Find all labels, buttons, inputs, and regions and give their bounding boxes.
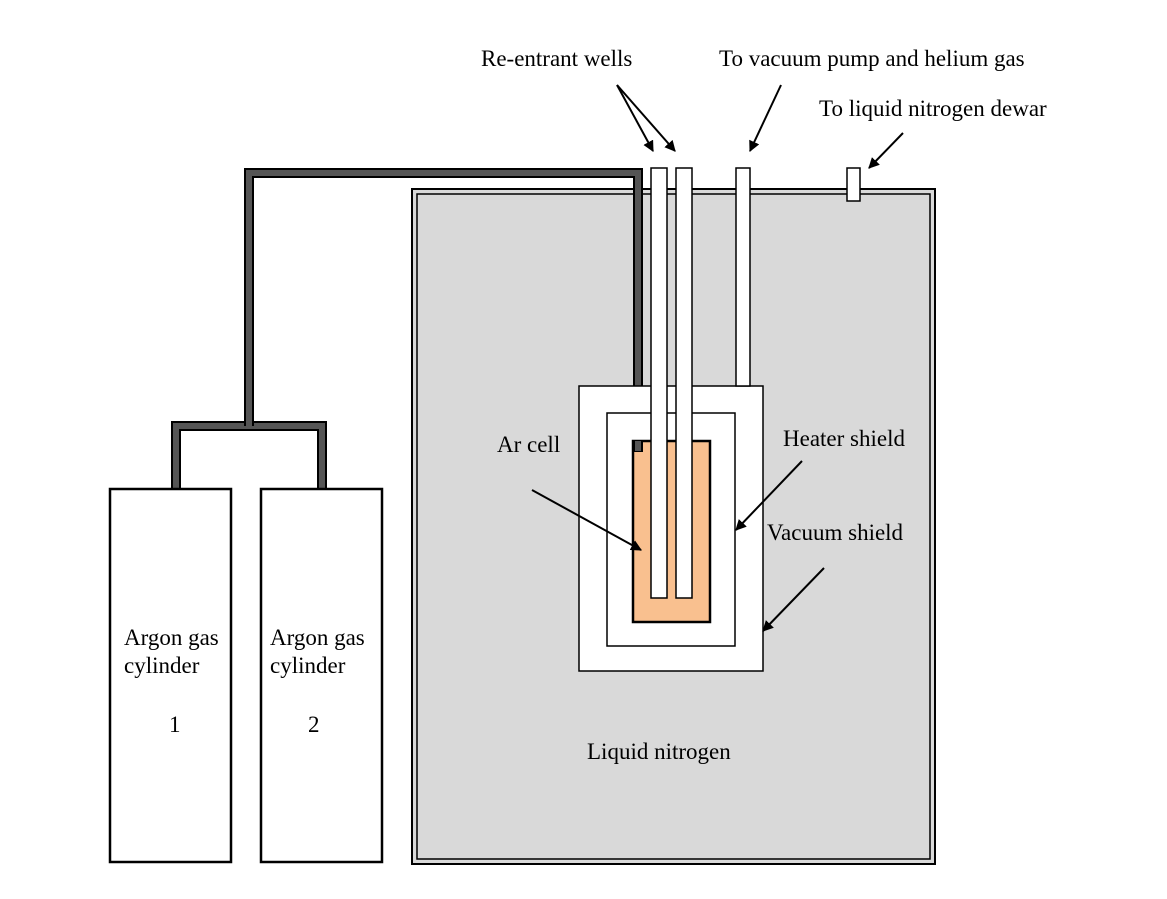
arrow-heater-shield <box>735 460 803 531</box>
pointer-arrows <box>531 84 904 632</box>
liquid-nitrogen-port <box>846 167 861 202</box>
argon-gas-pipe <box>171 168 643 489</box>
reentrant-well-1 <box>650 167 668 599</box>
arrow-ar-cell <box>531 489 642 551</box>
label-vacuum-pump: To vacuum pump and helium gas <box>719 46 1025 71</box>
arrow-reentrant-well-1 <box>616 84 654 152</box>
label-cylinder-1-line2: cylinder <box>124 653 200 678</box>
label-liquid-nitrogen: Liquid nitrogen <box>587 739 731 764</box>
arrow-vacuum-pump <box>749 84 782 152</box>
ar-cell <box>631 439 712 624</box>
label-ln2-dewar: To liquid nitrogen dewar <box>819 96 1047 121</box>
argon-cylinder-2 <box>259 487 384 864</box>
label-heater-shield: Heater shield <box>783 426 905 451</box>
reentrant-well-2 <box>675 167 693 599</box>
arrow-ln2-dewar <box>868 132 904 169</box>
arrow-reentrant-well-2 <box>616 84 676 152</box>
label-reentrant-wells: Re-entrant wells <box>481 46 632 71</box>
vacuum-pump-tube <box>735 167 751 387</box>
label-cylinder-1-number: 1 <box>169 712 181 737</box>
label-cylinder-2-line1: Argon gas <box>270 625 365 650</box>
label-cylinder-1-line1: Argon gas <box>124 625 219 650</box>
label-cylinder-2-line2: cylinder <box>270 653 346 678</box>
argon-cylinder-1 <box>108 487 233 864</box>
label-vacuum-shield: Vacuum shield <box>767 520 904 545</box>
label-cylinder-2-number: 2 <box>308 712 320 737</box>
arrow-vacuum-shield <box>762 567 825 632</box>
label-ar-cell: Ar cell <box>497 432 560 457</box>
